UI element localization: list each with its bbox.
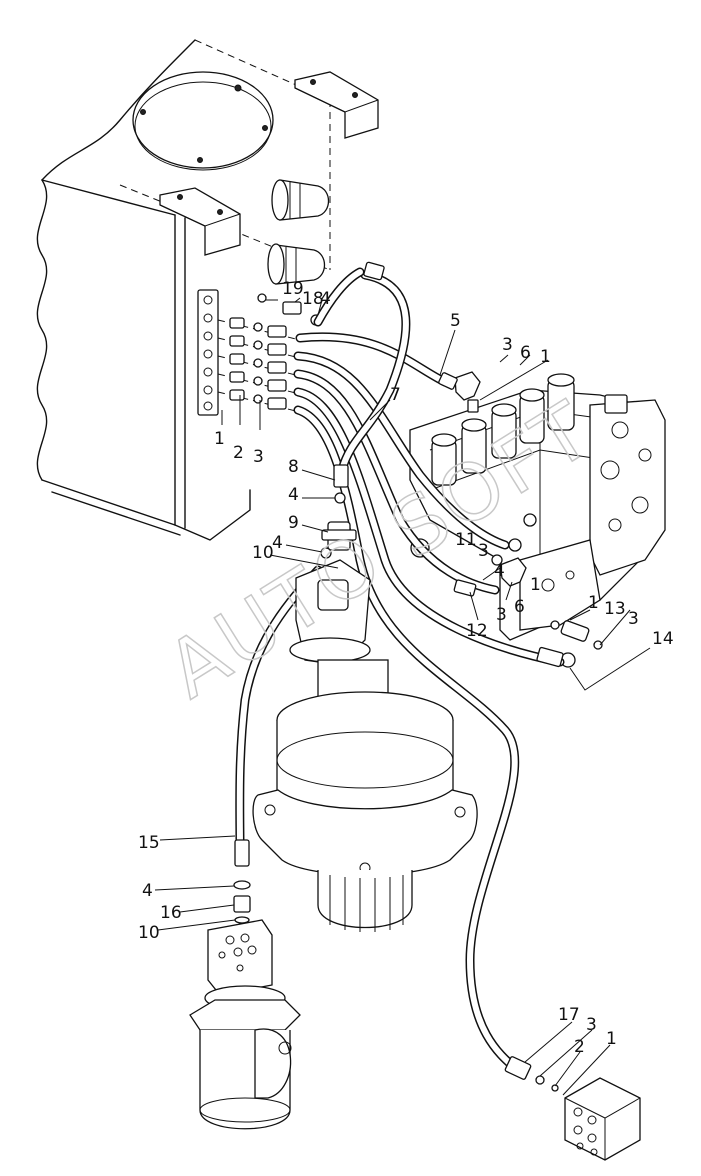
tank-bracket-upper [294,71,379,139]
callout-18: 18 [302,289,324,309]
callout-2-tank: 2 [233,443,244,463]
callout-14: 14 [652,629,674,649]
swivel-fittings [233,880,251,924]
center-swivel-joint [189,919,301,1130]
callout-19: 19 [282,279,304,299]
tank-bracket-lower [159,187,241,256]
tank-cover [132,71,274,169]
main-control-valve [409,373,666,641]
callout-6-valve-top: 6 [520,343,531,363]
callout-7: 7 [390,385,401,405]
hydraulic-tank [36,39,379,541]
callout-4-top: 4 [320,289,331,309]
callout-1-valve-mid: 1 [530,575,541,595]
callout-3-valve-low: 3 [496,605,507,625]
callout-11: 11 [455,530,477,550]
callout-2-block: 2 [574,1037,585,1057]
callout-5: 5 [450,311,461,331]
callout-3-tank: 3 [253,447,264,467]
tank-manifold-block [197,289,219,416]
tank-fitting-rows [217,293,322,413]
swing-motor [252,559,478,932]
callout-1-valve-right: 1 [588,593,599,613]
callout-12: 12 [466,621,488,641]
callout-9: 9 [288,513,299,533]
tank-port-upper [271,179,330,221]
callout-4-valve-mid: 4 [494,561,505,581]
callout-1-tank: 1 [214,429,225,449]
callout-3-valve-right: 3 [628,609,639,629]
leader-lines [154,297,651,1096]
callout-4-mid: 4 [288,485,299,505]
callout-3-valve-mid: 3 [478,541,489,561]
callout-6-valve-low: 6 [514,597,525,617]
callout-16: 16 [160,903,182,923]
tank-port-lower [267,243,326,285]
callout-4-mid-2: 4 [272,533,283,553]
callout-3-valve-top: 3 [502,335,513,355]
callout-13: 13 [604,599,626,619]
callout-10-mid: 10 [252,543,274,563]
callout-labels: 1 2 3 19 18 4 5 3 6 1 7 8 4 9 4 10 11 3 … [138,279,674,1057]
valve-fittings [454,371,603,668]
callout-4-swivel: 4 [142,881,153,901]
callout-1-block: 1 [606,1029,617,1049]
callout-8: 8 [288,457,299,477]
callout-15: 15 [138,833,160,853]
callout-3-block: 3 [586,1015,597,1035]
callout-1-valve-top: 1 [540,347,551,367]
callout-10-swivel: 10 [138,923,160,943]
bottom-manifold-block [535,1075,641,1161]
callout-17: 17 [558,1005,580,1025]
hydraulic-hoses [234,261,565,1080]
